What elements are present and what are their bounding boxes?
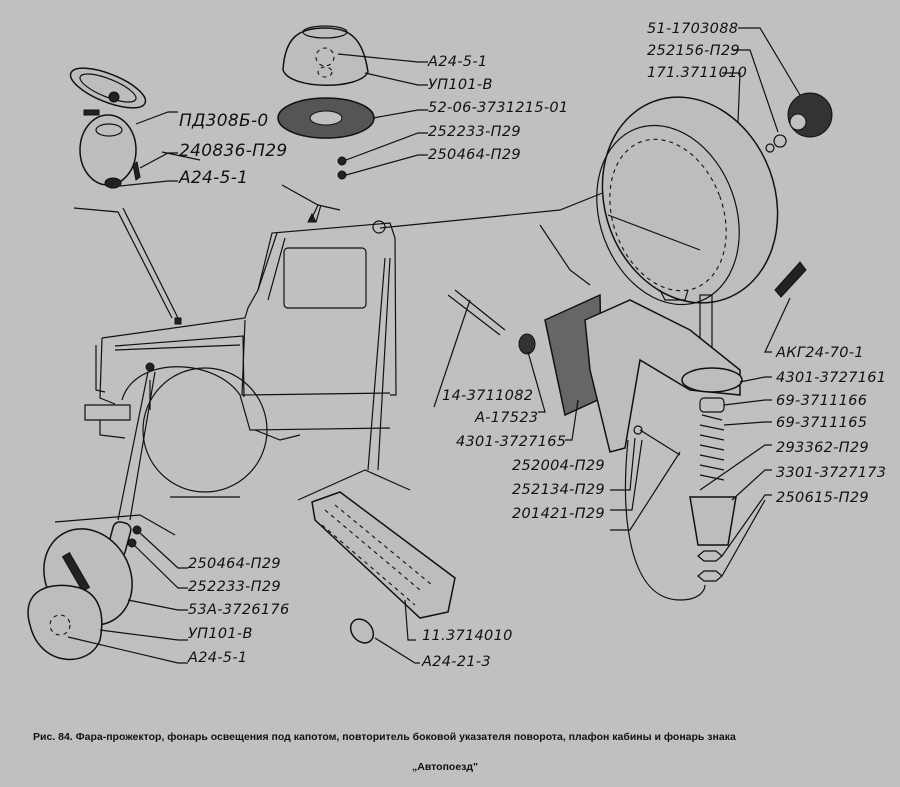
sign-lamp-illustration [311,491,456,664]
label-repeater-body: 53А-3726176 [188,602,290,618]
figure-caption-line1: Рис. 84. Фара-прожектор, фонарь освещени… [33,731,736,743]
label-cable: 14-3711082 [442,388,534,404]
label-spot-bulb: АКГ24-70-1 [776,345,864,361]
label-underhood-lamp: ПД308Б-0 [179,111,269,131]
spotlight-illustration [596,27,833,356]
leader-lines [54,151,611,536]
label-spot-cap: 51-1703088 [647,21,739,37]
label-underhood-screw: 240836-П29 [179,141,288,161]
underhood-lamp-illustration [69,67,178,189]
label-spot-bushing: 69-3711166 [776,393,868,409]
label-dome-lamp-nut: 250464-П29 [428,147,521,163]
figure-caption-line2: „Автопоезд" [412,761,479,773]
label-dome-lamp-washer: 252233-П29 [428,124,521,140]
label-spot-nuts: 250615-П29 [776,490,869,506]
label-repeater-lens: УП101-В [188,626,253,642]
label-bolt-washer1: 252004-П29 [512,458,605,474]
label-repeater-nut: 250464-П29 [188,556,281,572]
label-sign-lamp: 11.3714010 [422,628,513,644]
label-spotlight: 171.3711010 [647,65,748,81]
label-spot-spring: 69-3711165 [776,415,868,431]
label-underhood-bulb: А24-5-1 [179,168,249,188]
label-dome-lamp-bulb: А24-5-1 [428,54,488,70]
label-dome-lamp-lens: УП101-В [428,77,493,93]
label-grommet: А-17523 [475,410,539,426]
label-bolt: 201421-П29 [512,506,605,522]
label-spot-washer2: 293362-П29 [776,440,869,456]
dome-lamp-illustration [277,25,428,180]
label-dome-lamp-gasket: 52-06-3731215-01 [428,100,569,116]
label-bolt-washer2: 252134-П29 [512,482,605,498]
label-sign-bulb: А24-21-3 [422,654,491,670]
spotlight-bracket-illustration [433,289,772,601]
label-spot-washer: 252156-П29 [647,43,740,59]
label-mount-plate: 4301-3727165 [456,434,567,450]
side-repeater-illustration [27,521,188,664]
label-repeater-washer: 252233-П29 [188,579,281,595]
label-repeater-bulb: А24-5-1 [188,650,248,666]
label-spot-cone: 3301-3727173 [776,465,887,481]
label-spot-bracket: 4301-3727161 [776,370,887,386]
